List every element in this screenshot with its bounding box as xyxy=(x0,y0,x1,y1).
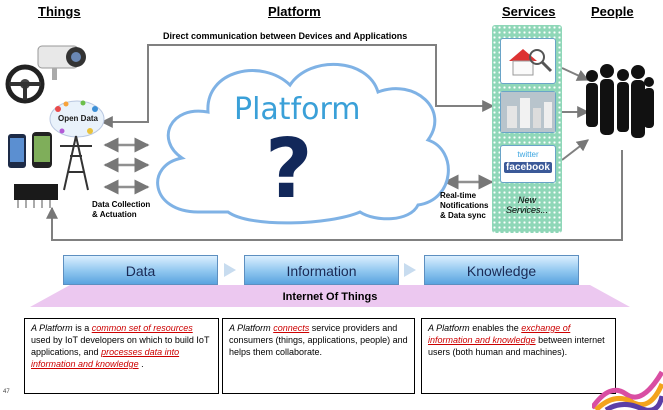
iot-band-shape xyxy=(30,285,630,307)
feedback-line xyxy=(46,150,623,241)
box1-part4: used by IoT developers on which to build… xyxy=(31,335,210,357)
platform-cloud xyxy=(156,63,450,225)
people-arrow-3 xyxy=(561,139,589,161)
stage-knowledge: Knowledge xyxy=(424,255,579,285)
description-box-2: A Platform connects service providers an… xyxy=(222,318,415,394)
realtime-line-1: Real-time xyxy=(440,191,477,200)
box2-part3: connects xyxy=(273,323,310,333)
people-silhouettes-icon xyxy=(586,64,654,138)
social-services[interactable]: twitter facebook xyxy=(500,145,556,183)
question-mark-icon: ? xyxy=(265,122,313,217)
header-services: Services xyxy=(502,4,556,19)
chevron-right-icon xyxy=(224,263,236,277)
new-services-line-1: New xyxy=(517,195,536,205)
new-services-line-2: Services... xyxy=(505,205,548,215)
chevron-right-icon-2 xyxy=(404,263,416,277)
facebook-logo[interactable]: facebook xyxy=(504,162,552,173)
box3-part2: enables the xyxy=(469,323,522,333)
box3-part3: exchange of information and knowledge xyxy=(428,323,571,345)
open-data-label: Open Data xyxy=(58,114,99,123)
direct-comm-line xyxy=(100,44,495,128)
header-people: People xyxy=(591,4,634,19)
header-platform: Platform xyxy=(268,4,321,19)
direct-comm-label: Direct communication between Devices and… xyxy=(163,31,408,41)
page-number: 47 xyxy=(3,389,10,395)
real-estate-service[interactable] xyxy=(500,38,556,84)
realtime-label: Real-time Notifications & Data sync xyxy=(440,191,488,221)
decorative-corner-icon xyxy=(592,370,663,410)
cloud-title: Platform xyxy=(234,92,361,127)
power-tower-icon xyxy=(60,135,92,191)
realtime-line-2: Notifications xyxy=(440,201,489,210)
description-box-3: A Platform enables the exchange of infor… xyxy=(421,318,616,394)
box1-part6: . xyxy=(138,359,144,369)
box2-part4: service providers and consumers (things,… xyxy=(229,323,408,357)
header-things: Things xyxy=(38,4,81,19)
microchip-icon xyxy=(14,184,58,208)
box1-part5: processes data into information and know… xyxy=(31,347,180,369)
box1-part2: is a xyxy=(72,323,92,333)
stage-information: Information xyxy=(244,255,399,285)
people-arrow-1 xyxy=(561,67,590,81)
open-data-cloud-icon xyxy=(49,100,105,138)
camera-icon xyxy=(37,45,86,80)
city-service[interactable] xyxy=(500,91,556,133)
steering-wheel-icon xyxy=(5,64,45,104)
stage-data: Data xyxy=(63,255,218,285)
twitter-logo[interactable]: twitter xyxy=(517,150,539,159)
new-services-label: New Services... xyxy=(500,195,554,215)
city-icon xyxy=(501,92,555,132)
box3-part4: between internet users (both human and m… xyxy=(428,335,605,357)
box1-part3: common set of resources xyxy=(91,323,193,333)
box1-part1: A Platform xyxy=(31,323,73,333)
data-collection-label: Data Collection & Actuation xyxy=(92,200,150,220)
description-box-1: A Platform is a common set of resources … xyxy=(24,318,219,394)
iot-band-label: Internet Of Things xyxy=(282,291,378,303)
realtime-line-3: & Data sync xyxy=(440,211,486,220)
box3-part1: A Platform xyxy=(428,323,470,333)
house-search-icon xyxy=(509,49,553,76)
box2-part1: A Platform xyxy=(229,323,271,333)
smartphones-icon xyxy=(8,132,52,168)
data-collection-line-1: Data Collection xyxy=(92,200,151,209)
data-collection-line-2: & Actuation xyxy=(92,210,137,219)
